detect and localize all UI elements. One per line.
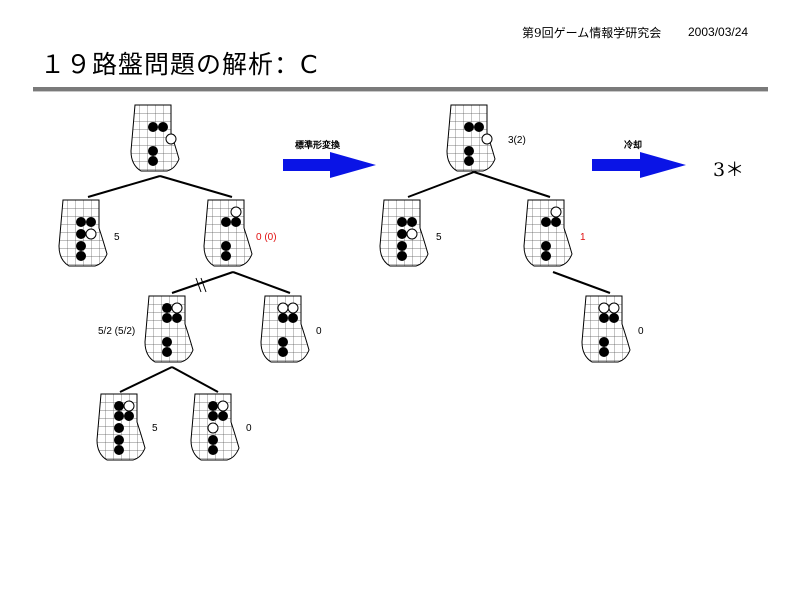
- value-mid-2: 0: [638, 326, 644, 337]
- board-mid-left-1: [379, 199, 429, 267]
- final-result: 3＊: [713, 159, 744, 181]
- board-mid-right-1: [523, 199, 573, 267]
- arrow-standard-form: [283, 152, 376, 178]
- event-name: 第9回ゲーム情報学研究会: [522, 26, 662, 40]
- value-right-3: 0: [246, 423, 252, 434]
- board-left-3: [96, 393, 146, 461]
- board-root: [130, 104, 180, 172]
- arrow-cooling-label: 冷却: [624, 139, 642, 151]
- event-date: 2003/03/24: [688, 25, 749, 39]
- board-left-1: [58, 199, 108, 267]
- title-rule: [33, 87, 768, 91]
- value-right-2: 0: [316, 326, 322, 337]
- board-mid-2: [581, 295, 631, 363]
- value-left-3: 5: [152, 423, 158, 434]
- page-title: １９路盤問題の解析：C: [40, 50, 319, 79]
- arrow-standard-form-label: 標準形変換: [295, 139, 341, 151]
- value-left-2: 5/2 (5/2): [98, 326, 135, 337]
- board-right-1: [203, 199, 253, 267]
- value-mid-left-1: 5: [436, 232, 442, 243]
- value-mid-right-1: 1: [580, 232, 586, 243]
- board-left-2: [144, 295, 194, 363]
- board-right-2: [260, 295, 310, 363]
- arrow-cooling: [592, 152, 686, 178]
- board-mid-root: [446, 104, 496, 172]
- value-left-1: 5: [114, 232, 120, 243]
- board-right-3: [190, 393, 240, 461]
- value-right-1: 0 (0): [256, 232, 277, 243]
- title-rule-shadow: [33, 91, 768, 92]
- cut-mark: [195, 277, 207, 293]
- value-mid-root: 3(2): [508, 135, 526, 146]
- tree-edges: [87, 171, 611, 393]
